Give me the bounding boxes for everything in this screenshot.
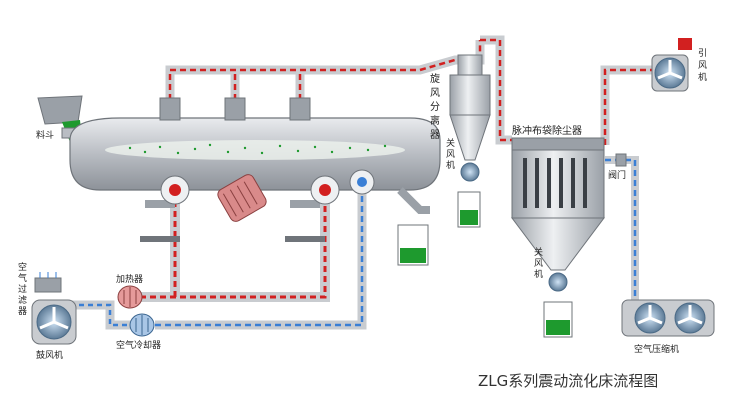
cyclone-text-1: 旋 xyxy=(430,72,440,85)
induced-fan-label: 引 风 机 xyxy=(698,48,707,83)
rv1-label-vertical: 关 风 机 xyxy=(446,137,455,171)
rv2-text-1: 关 xyxy=(534,246,543,258)
cyclone-text-2: 风 xyxy=(430,87,440,99)
label-valve: 阀门 xyxy=(608,169,626,181)
label-feed-hopper: 料斗 xyxy=(36,129,54,141)
fluid-bed-dryer xyxy=(69,97,441,266)
induced-fan-text-1: 引 xyxy=(698,48,707,59)
cyclone-text-5: 器 xyxy=(430,129,440,141)
rv2-label-vertical: 关 风 机 xyxy=(534,246,543,280)
air-compressor xyxy=(621,299,715,337)
label-heater: 加热器 xyxy=(116,273,143,285)
rv1-text-2: 风 xyxy=(446,149,455,160)
air-filter-text-5: 器 xyxy=(18,306,27,317)
cyclone-text-4: 离 xyxy=(430,114,440,127)
induced-fan xyxy=(651,38,692,92)
label-bag-filter: 脉冲布袋除尘器 xyxy=(512,124,582,137)
air-filter-label-vertical: 空 气 过 滤 器 xyxy=(18,261,27,317)
diagram-title: ZLG系列震动流化床流程图 xyxy=(478,372,658,390)
air-filter xyxy=(34,272,62,293)
valve xyxy=(615,153,627,167)
induced-fan-text-2: 风 xyxy=(698,60,707,71)
induced-fan-text-3: 机 xyxy=(698,71,707,83)
rv1-text-3: 机 xyxy=(446,159,455,171)
rv2-text-2: 风 xyxy=(534,258,543,269)
heater xyxy=(117,285,143,309)
air-cooler xyxy=(129,313,155,337)
air-filter-text-4: 滤 xyxy=(18,294,27,306)
rv1-text-1: 关 xyxy=(446,137,455,149)
label-air-cooler: 空气冷却器 xyxy=(116,339,161,351)
bag-filter xyxy=(511,137,605,338)
cool-air-pipes xyxy=(70,156,639,330)
air-filter-text-1: 空 xyxy=(18,261,27,273)
blower xyxy=(31,299,77,345)
hot-air-pipes xyxy=(140,35,655,302)
air-filter-text-2: 气 xyxy=(18,272,27,284)
cyclone-text-3: 分 xyxy=(430,101,440,113)
rv2-text-3: 机 xyxy=(534,268,543,280)
cyclone-label-vertical: 旋 风 分 离 器 xyxy=(430,72,440,141)
label-air-compressor: 空气压缩机 xyxy=(634,343,679,355)
air-filter-text-3: 过 xyxy=(18,283,27,295)
cyclone-separator xyxy=(449,54,491,228)
label-blower: 鼓风机 xyxy=(36,349,63,361)
